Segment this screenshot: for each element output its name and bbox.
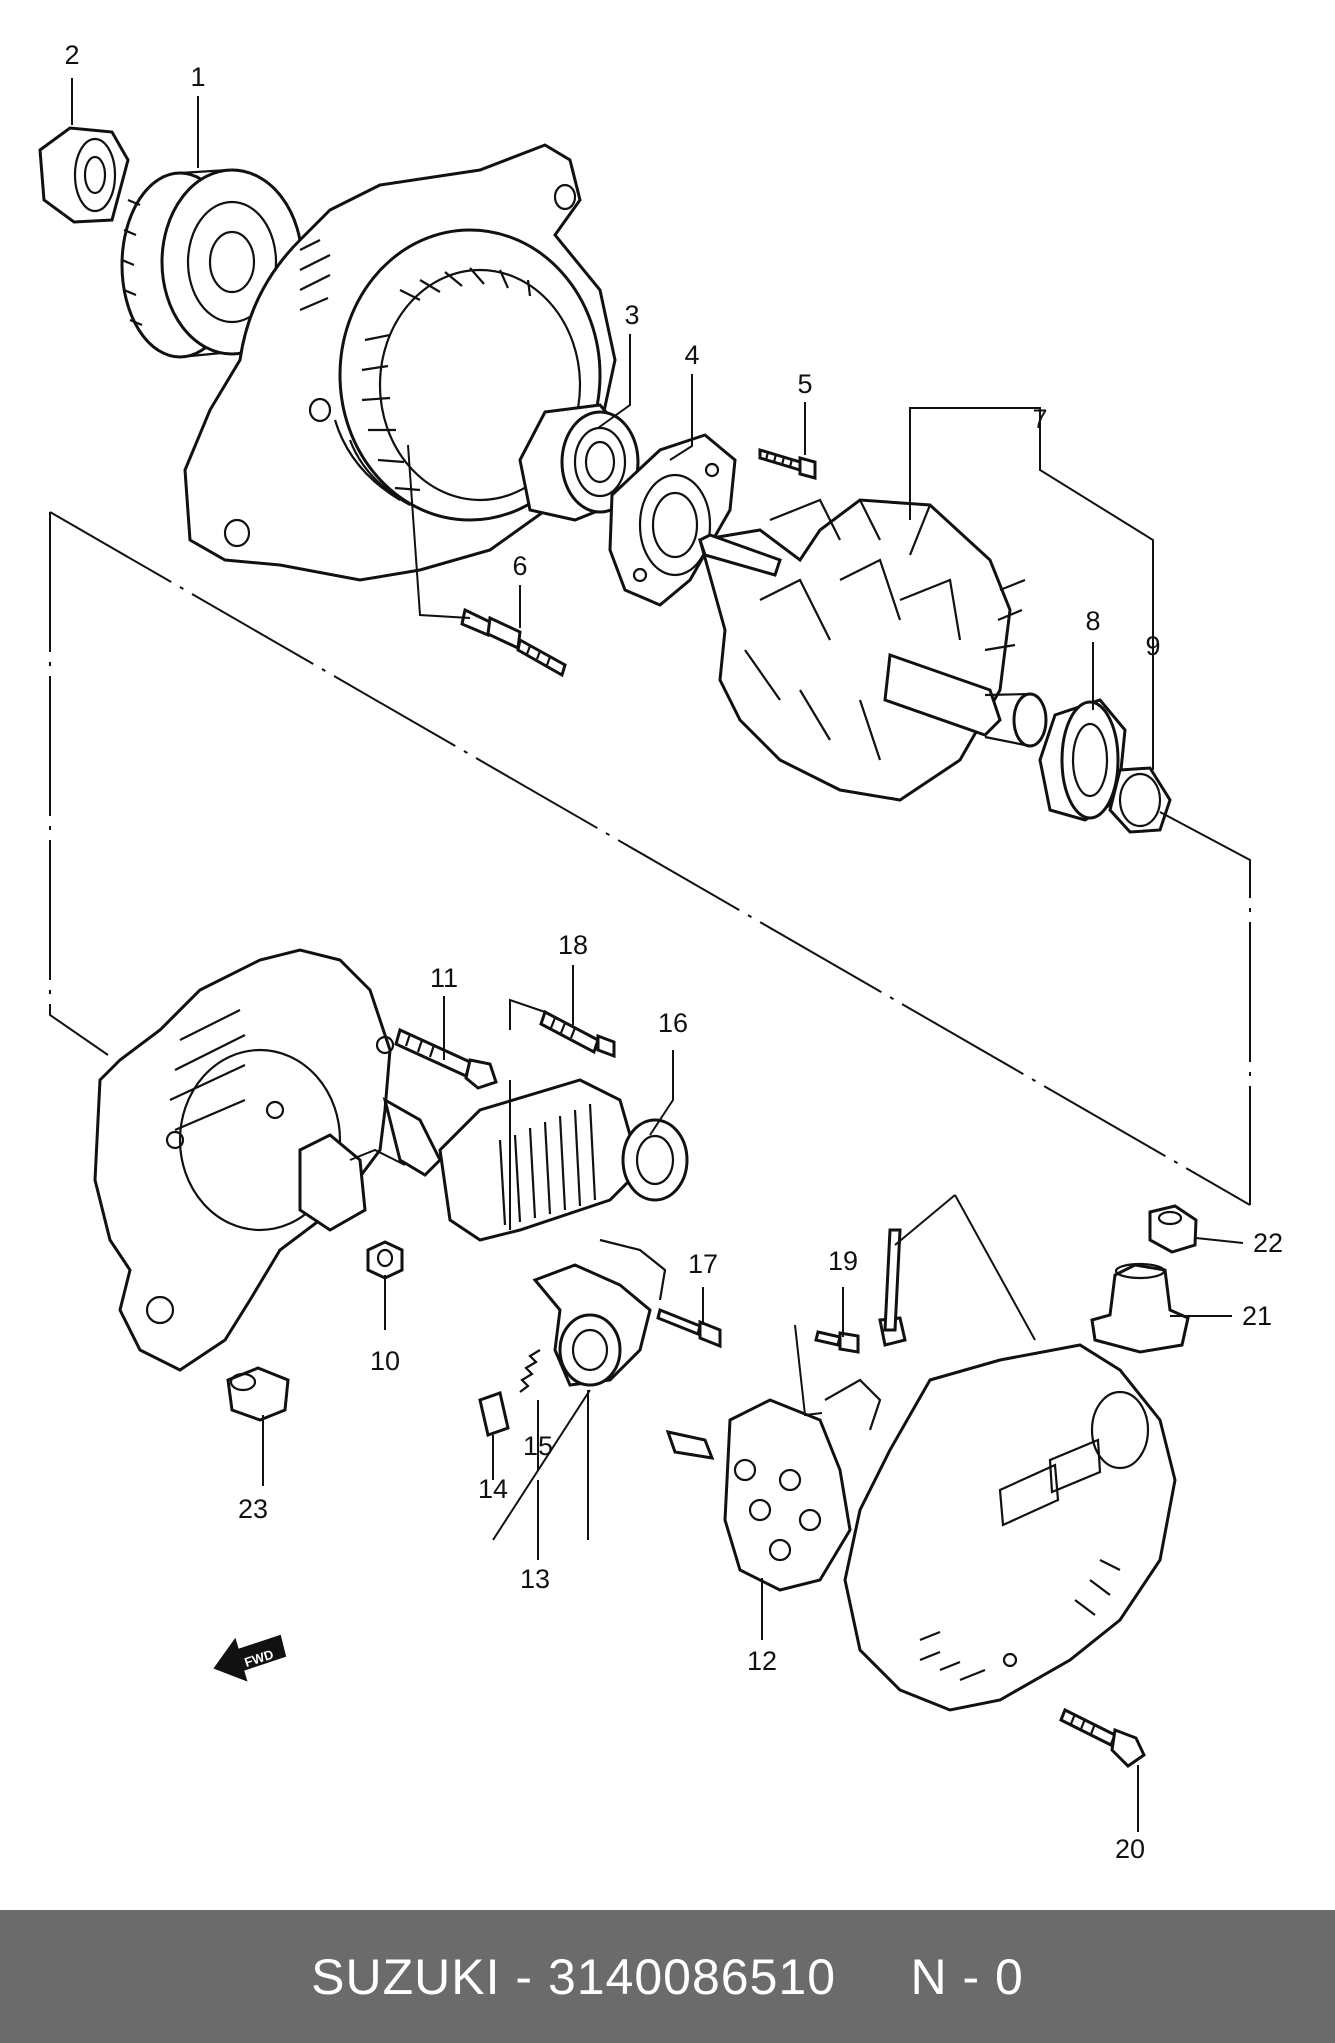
callout-7: 7 — [1032, 404, 1047, 434]
rear-cover — [843, 1228, 1177, 1712]
part-10-nut — [366, 1240, 404, 1280]
part-18-screw — [539, 1009, 616, 1059]
part-2-nut — [38, 126, 130, 224]
part-23-bushing — [226, 1366, 290, 1422]
part-11-bolt — [394, 1027, 498, 1090]
part-8-bearing — [1038, 698, 1127, 822]
part-5-screw — [758, 447, 817, 480]
callout-4: 4 — [684, 340, 699, 370]
part-12-rectifier — [665, 1378, 882, 1592]
part-20-bolt — [1059, 1707, 1146, 1768]
callout-12: 12 — [747, 1646, 777, 1676]
exploded-parts-diagram: FWD 2 — [38, 40, 1283, 1864]
callout-17: 17 — [688, 1249, 718, 1279]
callout-3: 3 — [624, 300, 639, 330]
callout-15: 15 — [523, 1431, 553, 1461]
callout-20: 20 — [1115, 1834, 1145, 1864]
callout-9: 9 — [1145, 631, 1160, 661]
part-number-caption: SUZUKI - 3140086510 N - 0 — [311, 1948, 1024, 2005]
callout-16: 16 — [658, 1008, 688, 1038]
part-9-ring — [1108, 766, 1172, 834]
callout-8: 8 — [1085, 606, 1100, 636]
callout-6: 6 — [512, 551, 527, 581]
footer-bar: SUZUKI - 3140086510 N - 0 — [0, 1910, 1335, 2043]
callout-11: 11 — [430, 963, 458, 993]
callout-1: 1 — [190, 62, 205, 92]
assembly-lines — [49, 444, 1251, 1417]
leader-lines — [71, 78, 1244, 1832]
part-13-brush-holder — [532, 1238, 667, 1387]
part-19-screw — [814, 1330, 860, 1354]
part-21-insulator — [1090, 1262, 1190, 1354]
part-15-spring — [519, 1349, 541, 1393]
callout-19: 19 — [828, 1246, 858, 1276]
part-6-stud — [460, 607, 567, 678]
callout-18: 18 — [558, 930, 588, 960]
part-22-nut — [1148, 1204, 1198, 1254]
callout-13: 13 — [520, 1564, 550, 1594]
callout-labels: 2 1 3 4 5 7 6 8 9 18 11 16 22 19 17 21 1… — [64, 40, 1283, 1864]
rectifier-end-housing — [93, 948, 442, 1372]
callout-22: 22 — [1253, 1228, 1283, 1258]
part-14-brush — [478, 1391, 510, 1437]
callout-21: 21 — [1242, 1301, 1272, 1331]
fwd-arrow-icon: FWD — [213, 1634, 287, 1682]
callout-5: 5 — [797, 369, 812, 399]
callout-2: 2 — [64, 40, 79, 70]
callout-23: 23 — [238, 1494, 268, 1524]
part-17-screw — [656, 1307, 722, 1349]
part-7-rotor — [698, 498, 1048, 802]
callout-14: 14 — [478, 1474, 508, 1504]
callout-10: 10 — [370, 1346, 400, 1376]
part-16-regulator — [438, 1078, 689, 1242]
